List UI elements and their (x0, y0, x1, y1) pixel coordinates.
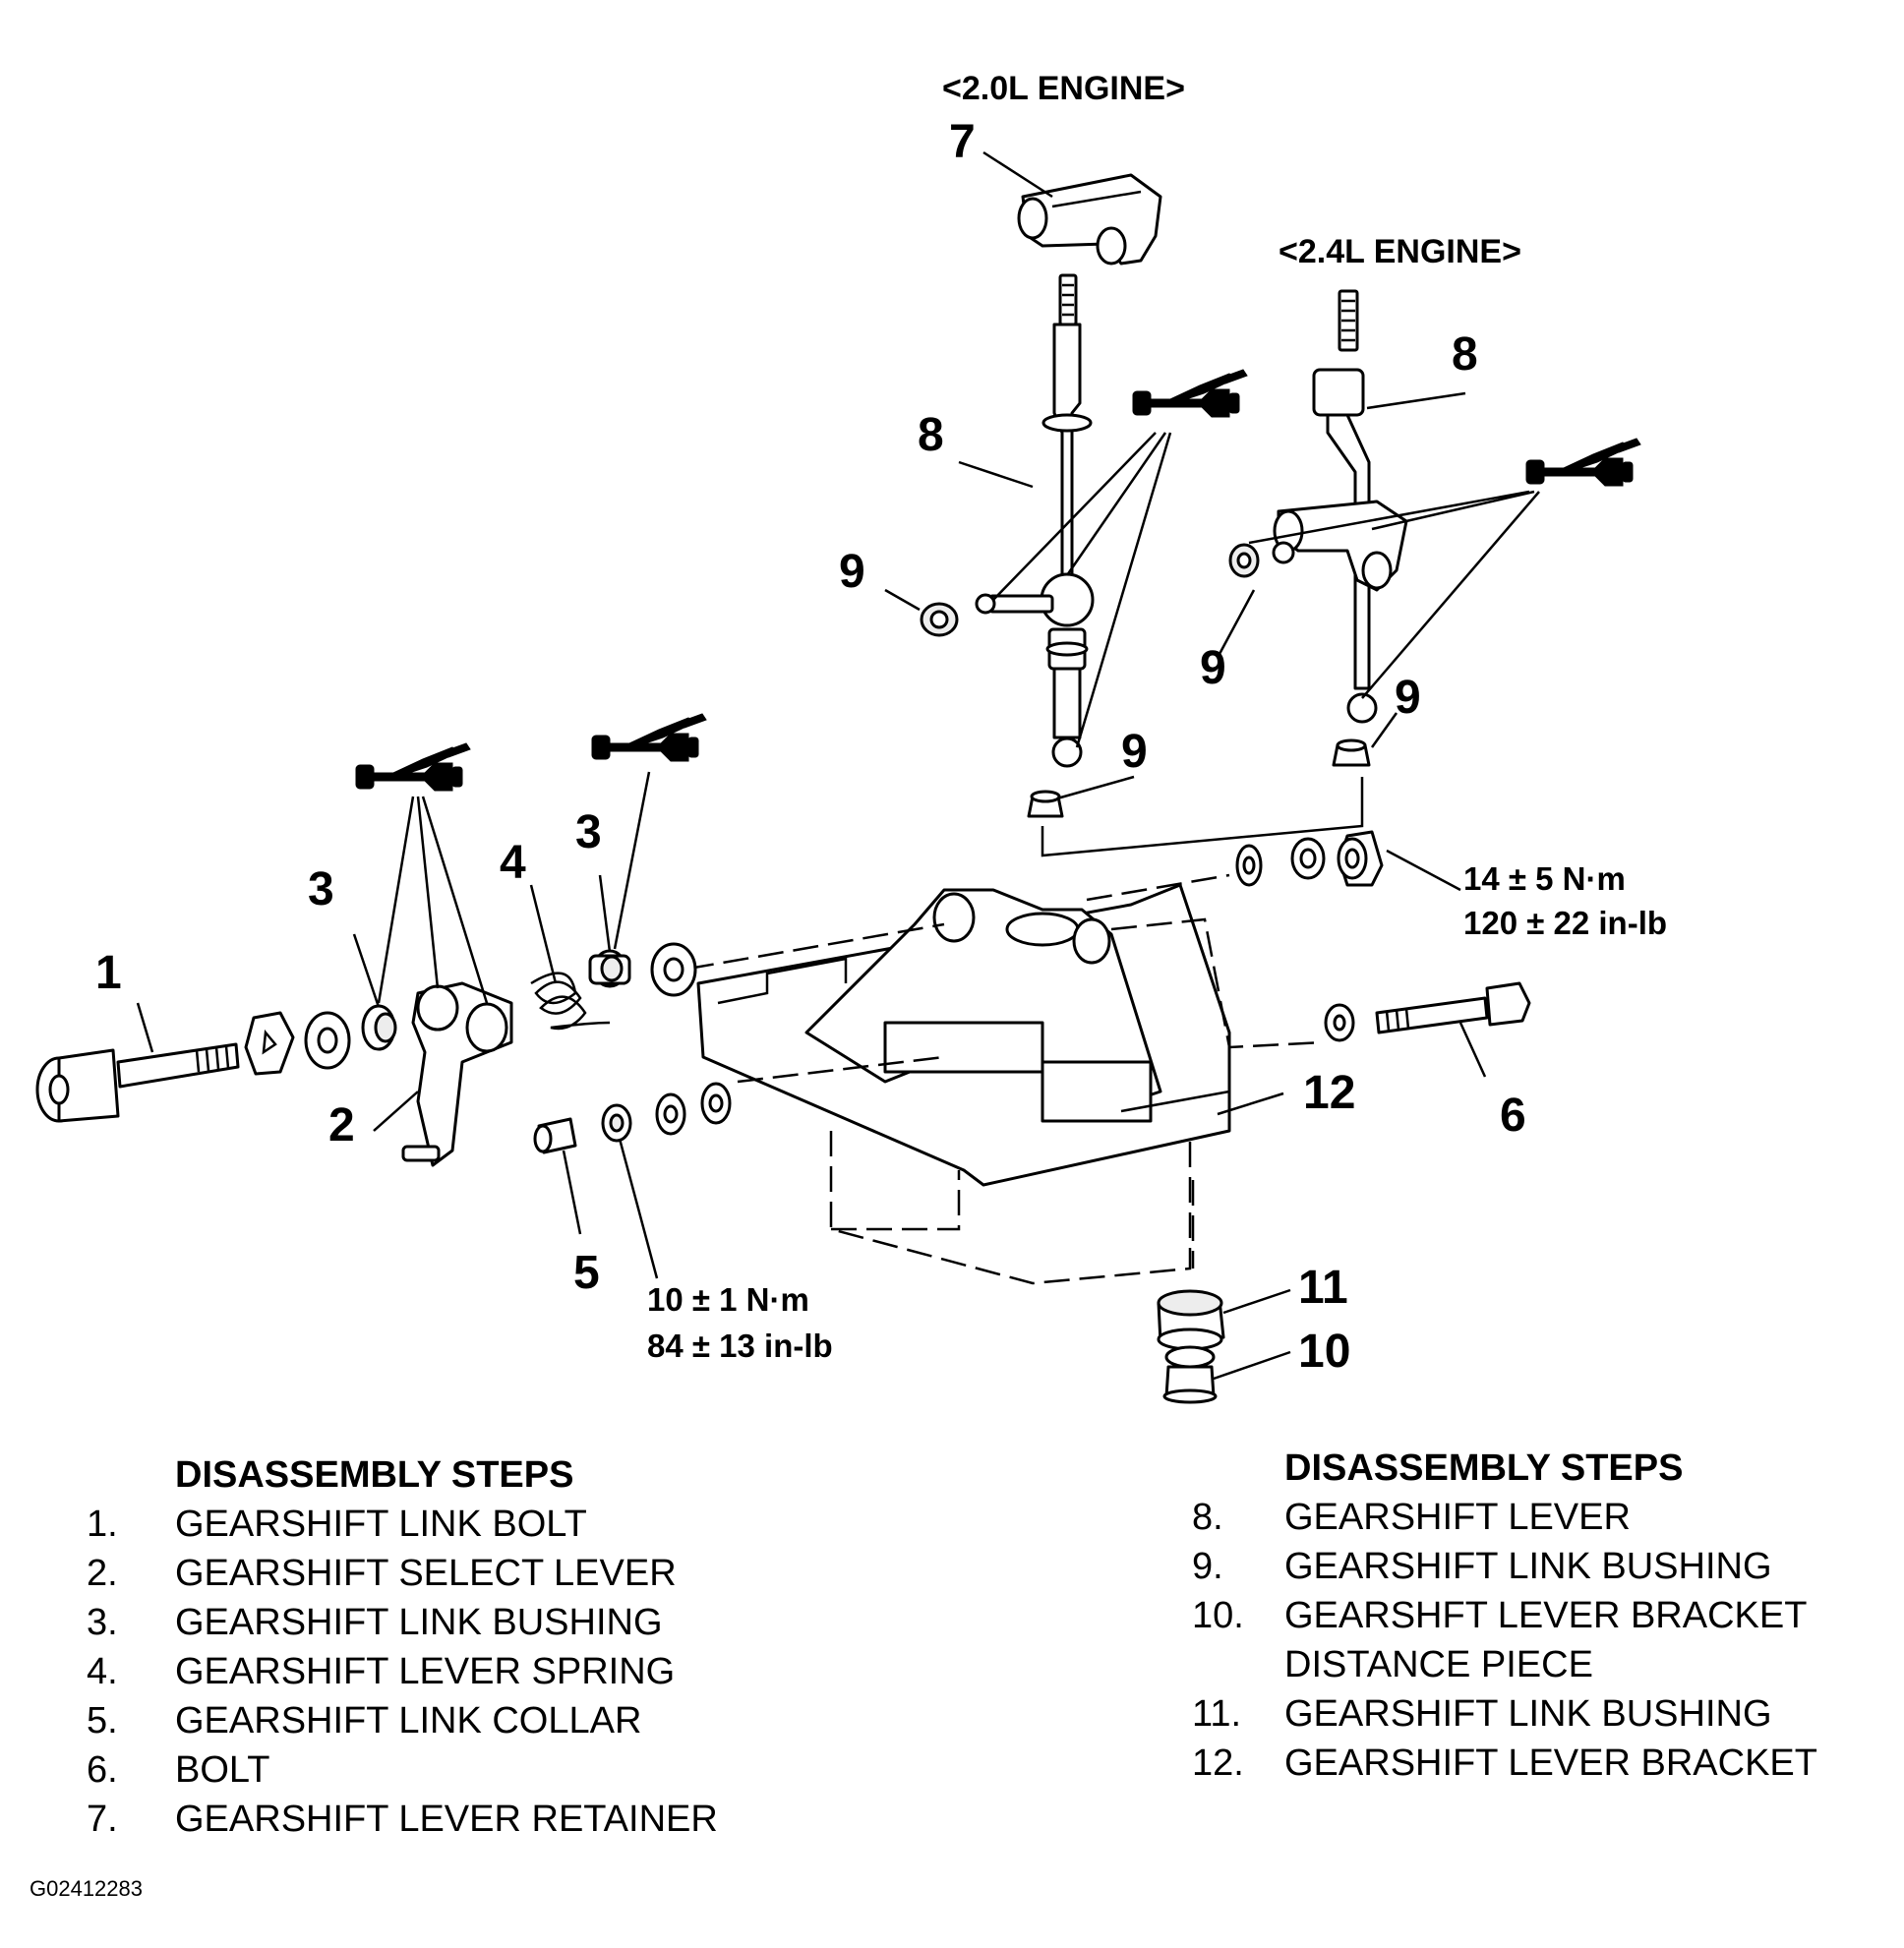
gearshift-lever-spring (530, 972, 611, 1031)
list-item: 3. GEARSHIFT LINK BUSHING (87, 1598, 718, 1647)
list-item: 2. GEARSHIFT SELECT LEVER (87, 1549, 718, 1598)
torque-upper-nm: 14 ± 5 N·m (1463, 860, 1626, 897)
callout-3-a: 3 (308, 863, 334, 915)
engine-label-2-4l: <2.4L ENGINE> (1279, 233, 1521, 270)
steps-header-left: DISASSEMBLY STEPS (175, 1454, 574, 1496)
gearshift-link-bushing-9c (1228, 543, 1260, 578)
washer-left-2 (304, 1011, 351, 1070)
step-text: DISTANCE PIECE (1284, 1644, 1593, 1685)
gearshift-link-bushing-9b (1027, 790, 1064, 818)
washer-mid-lower-1 (601, 1103, 632, 1143)
list-item: 9. GEARSHIFT LINK BUSHING (1192, 1542, 1817, 1591)
list-item: 8. GEARSHIFT LEVER (1192, 1493, 1817, 1542)
disassembly-steps-left: DISASSEMBLY STEPS 1.GEARSHIFT LINK BOLT … (87, 1450, 718, 1844)
gearshift-link-collar (533, 1117, 577, 1154)
step-number: 4. (87, 1651, 118, 1692)
callout-4: 4 (500, 837, 526, 889)
gearshift-link-bushing-3b (588, 949, 631, 988)
grease-gun-icon (1132, 369, 1248, 418)
step-number: 7. (87, 1799, 118, 1840)
engine-label-2-0l: <2.0L ENGINE> (942, 70, 1185, 107)
callout-7: 7 (949, 116, 976, 168)
leader-lines (136, 150, 1540, 1381)
callout-2: 2 (328, 1099, 355, 1151)
step-number: 9. (1192, 1546, 1223, 1587)
callout-11: 11 (1298, 1262, 1348, 1314)
callout-1: 1 (95, 947, 122, 999)
washer-upper-1 (1235, 844, 1263, 887)
step-text: GEARSHIFT LINK BUSHING (175, 1602, 663, 1643)
step-number (1192, 1640, 1284, 1689)
step-text: GEARSHIFT LINK BUSHING (1284, 1546, 1772, 1587)
gearshift-link-bushing-3a (361, 1004, 397, 1051)
step-text: GEARSHIFT LEVER RETAINER (175, 1799, 718, 1840)
step-number: 3. (87, 1602, 118, 1643)
step-number: 2. (87, 1553, 118, 1594)
grease-gun-icon (591, 713, 707, 762)
step-text: GEARSHIFT LEVER (1284, 1497, 1631, 1538)
list-item: 1. GEARSHIFT LINK BOLT (87, 1500, 718, 1549)
step-text: BOLT (175, 1749, 270, 1791)
bolt-6 (1324, 981, 1531, 1042)
list-item: 12. GEARSHIFT LEVER BRACKET (1192, 1739, 1817, 1788)
figure-id: G02412283 (30, 1876, 143, 1901)
step-number: 12. (1192, 1742, 1244, 1784)
callout-9-a: 9 (839, 546, 865, 598)
disassembly-steps-right: DISASSEMBLY STEPS 8. GEARSHIFT LEVER 9. GE… (1192, 1444, 1817, 1788)
callout-9-b: 9 (1121, 726, 1148, 778)
callout-9-c: 9 (1200, 642, 1226, 694)
gearshift-link-bolt (35, 1042, 240, 1123)
torque-lower-nm: 10 ± 1 N·m (647, 1281, 809, 1318)
gearshift-lever-retainer (1017, 173, 1162, 266)
list-item: 6. BOLT (87, 1745, 718, 1795)
step-text: GEARSHIFT LEVER SPRING (175, 1651, 676, 1692)
callout-5: 5 (573, 1247, 600, 1299)
torque-lower-inlb: 84 ± 13 in-lb (647, 1328, 833, 1364)
list-item: 4. GEARSHIFT LEVER SPRING (87, 1647, 718, 1696)
nut-upper (1337, 830, 1384, 887)
step-text: GEARSHIFT LINK COLLAR (175, 1700, 642, 1741)
list-item: DISTANCE PIECE (1192, 1640, 1817, 1689)
step-number: 1. (87, 1504, 118, 1545)
step-text: GEARSHFT LEVER BRACKET (1284, 1595, 1808, 1636)
bracket-distance-piece-10 (1162, 1345, 1218, 1404)
grease-gun-icon (355, 742, 471, 792)
gearshift-link-bushing-11 (1157, 1289, 1225, 1351)
step-text: GEARSHIFT LINK BUSHING (1284, 1693, 1772, 1735)
callout-3-b: 3 (575, 806, 602, 858)
step-text: GEARSHIFT LEVER BRACKET (1284, 1742, 1817, 1784)
step-text: GEARSHIFT LINK BOLT (175, 1504, 587, 1545)
gearshift-link-bushing-9a (920, 602, 959, 637)
steps-header-right: DISASSEMBLY STEPS (1284, 1447, 1684, 1489)
callout-9-d: 9 (1395, 672, 1421, 724)
torque-upper-inlb: 120 ± 22 in-lb (1463, 905, 1667, 941)
step-number: 8. (1192, 1497, 1223, 1538)
callout-6: 6 (1500, 1090, 1526, 1142)
gearshift-select-lever (401, 981, 513, 1167)
step-text: GEARSHIFT SELECT LEVER (175, 1553, 677, 1594)
gearshift-link-bushing-9d (1332, 738, 1371, 767)
step-number: 11. (1192, 1693, 1242, 1735)
callout-10: 10 (1298, 1326, 1350, 1378)
list-item: 7. GEARSHIFT LEVER RETAINER (87, 1795, 718, 1844)
gearshift-lever-2-0l (975, 273, 1095, 768)
callout-12: 12 (1303, 1067, 1355, 1119)
grease-gun-icon (1525, 438, 1641, 487)
callout-8-2-0l: 8 (918, 409, 944, 461)
washer-left-1 (244, 1011, 295, 1076)
washer-mid-lower-2 (655, 1092, 686, 1136)
washer-upper-2 (1290, 837, 1326, 880)
gearshift-lever-2-4l (1272, 289, 1408, 724)
washer-mid-upper (650, 942, 697, 997)
washer-mid-lower-3 (700, 1082, 732, 1125)
list-item: 5. GEARSHIFT LINK COLLAR (87, 1696, 718, 1745)
list-item: 10. GEARSHFT LEVER BRACKET (1192, 1591, 1817, 1640)
step-number: 5. (87, 1700, 118, 1741)
gearshift-lever-bracket (696, 883, 1231, 1187)
list-item: 11. GEARSHIFT LINK BUSHING (1192, 1689, 1817, 1739)
callout-8-2-4l: 8 (1452, 328, 1478, 381)
step-number: 10. (1192, 1595, 1244, 1636)
step-number: 6. (87, 1749, 118, 1791)
